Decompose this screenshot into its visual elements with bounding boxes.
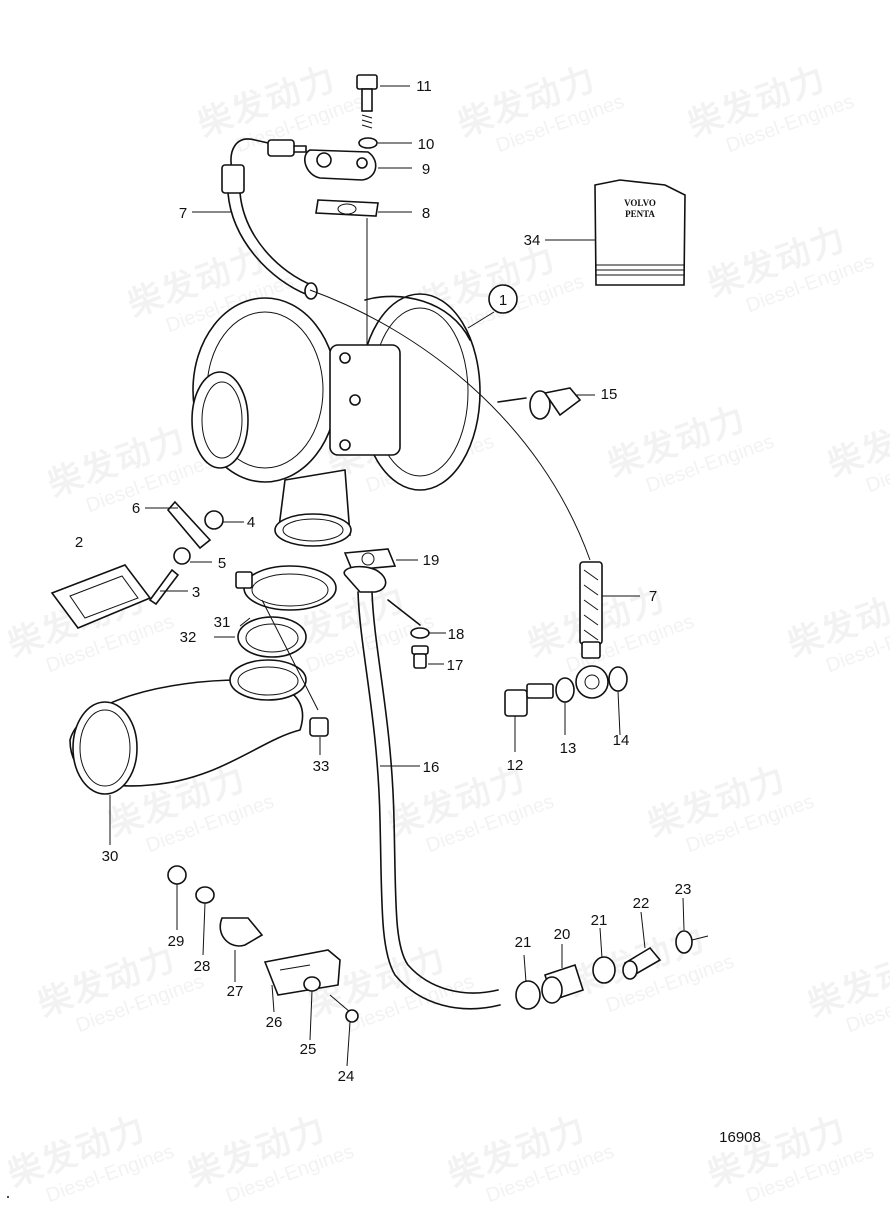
v-clamp-31[interactable] [235,565,337,611]
callout-11[interactable]: 11 [416,78,432,95]
callout-18[interactable]: 18 [448,626,465,643]
callout-32[interactable]: 32 [180,629,197,646]
callout-3[interactable]: 3 [192,584,200,601]
volvo-penta-kit-box[interactable]: VOLVO PENTA [594,179,686,286]
bolt-33[interactable] [261,599,329,737]
callout-16[interactable]: 16 [423,759,440,776]
callout-7-lower[interactable]: 7 [649,588,657,605]
callout-33[interactable]: 33 [313,758,330,775]
callout-6[interactable]: 6 [132,500,140,517]
washer-23[interactable] [675,930,709,954]
box-brand-line1: VOLVO [624,198,656,208]
callout-31[interactable]: 31 [214,614,231,631]
nut-29[interactable] [167,865,187,885]
callout-13[interactable]: 13 [560,740,577,757]
callout-17[interactable]: 17 [447,657,464,674]
washer-13[interactable] [555,677,575,703]
bracket-26[interactable] [263,949,341,996]
nut-4[interactable] [204,510,224,530]
callout-26[interactable]: 26 [266,1014,283,1031]
stud-3[interactable] [148,568,180,606]
fitting-15[interactable] [497,387,582,420]
callout-28[interactable]: 28 [194,958,211,975]
oil-pipe-top[interactable] [221,138,318,300]
callout-4[interactable]: 4 [247,514,255,531]
oil-pipe-lower[interactable] [575,561,609,699]
callout-29[interactable]: 29 [168,933,185,950]
callout-19[interactable]: 19 [423,552,440,569]
clamp-27[interactable] [219,917,264,947]
callout-9[interactable]: 9 [422,161,430,178]
hose-20[interactable] [541,963,585,1004]
fitting-22[interactable] [622,946,662,980]
washer-18[interactable] [387,599,430,639]
callout-10[interactable]: 10 [418,136,435,153]
callout-27[interactable]: 27 [227,983,244,1000]
callout-30[interactable]: 30 [102,848,119,865]
callout-5[interactable]: 5 [218,555,226,572]
hose-clamp-21b[interactable] [592,956,616,984]
callout-12[interactable]: 12 [507,757,524,774]
box-brand-line2: PENTA [625,209,655,219]
washer-25[interactable] [303,976,321,992]
callout-23[interactable]: 23 [675,881,692,898]
hose-clamp-21a[interactable] [515,980,541,1010]
washer-10[interactable] [358,137,378,149]
elbow-30[interactable] [69,679,304,795]
callout-8[interactable]: 8 [422,205,430,222]
callout-7-top[interactable]: 7 [179,205,187,222]
callout-15[interactable]: 15 [601,386,618,403]
washer-14[interactable] [608,666,628,692]
callout-20[interactable]: 20 [554,926,571,943]
gasket-2[interactable] [50,564,152,629]
nut-5[interactable] [173,547,191,565]
diagram-number: 16908 [719,1129,761,1146]
bolt-11[interactable] [356,74,378,129]
gasket-8[interactable] [315,199,379,217]
gasket-19[interactable] [343,548,397,571]
callout-21-right[interactable]: 21 [591,912,608,929]
turbocharger[interactable] [191,293,481,547]
callout-24[interactable]: 24 [338,1068,355,1085]
washer-28[interactable] [195,886,215,904]
lock-plate-6[interactable] [166,500,212,550]
callout-2[interactable]: 2 [75,534,83,551]
banjo-flange[interactable] [304,149,377,181]
bolt-17[interactable] [411,645,429,669]
callout-14[interactable]: 14 [613,732,630,749]
callout-1[interactable]: 1 [499,292,507,309]
callout-21-left[interactable]: 21 [515,934,532,951]
drain-pipe-16[interactable] [343,565,501,1010]
ring-32[interactable] [237,616,307,658]
screw-24[interactable] [329,994,359,1023]
callout-25[interactable]: 25 [300,1041,317,1058]
ring-32b[interactable] [229,659,307,701]
banjo-bolt-12[interactable] [504,683,554,717]
callout-34[interactable]: 34 [524,232,541,249]
callout-22[interactable]: 22 [633,895,650,912]
